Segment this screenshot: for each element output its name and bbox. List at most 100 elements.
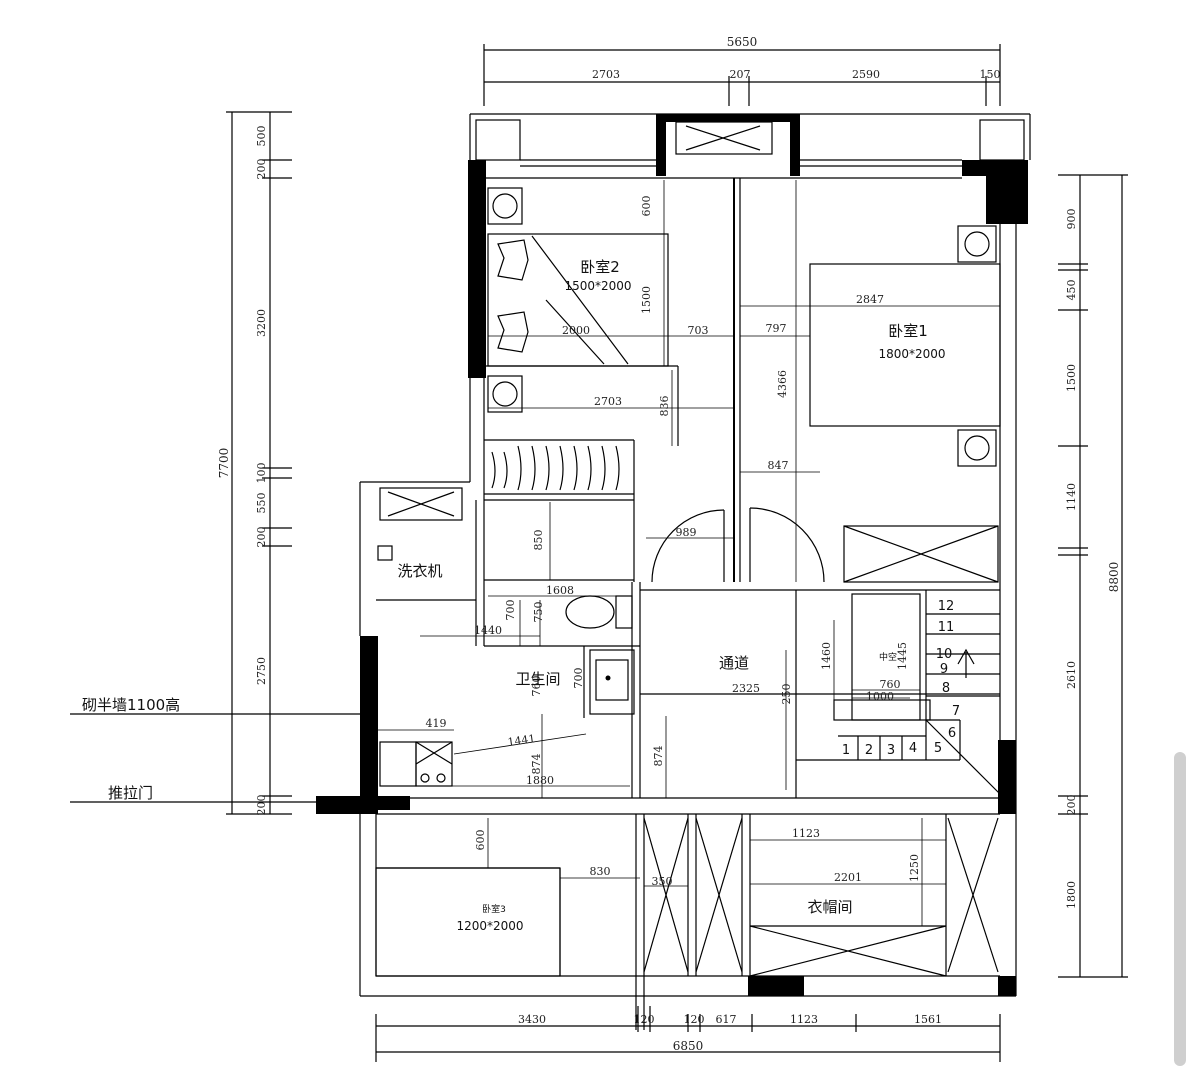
dim-bottom-f: 1561 xyxy=(914,1013,942,1026)
dim-right-b: 450 xyxy=(1065,280,1078,301)
room-corridor: 通道 xyxy=(719,654,749,672)
room-bedroom3-name: 卧室3 xyxy=(482,903,506,915)
stair-step-2: 2 xyxy=(865,743,873,758)
dim-847: 847 xyxy=(768,459,789,472)
dim-left-f: 200 xyxy=(255,527,268,548)
stair-step-11: 11 xyxy=(938,620,955,635)
room-bedroom2-bed: 1500*2000 xyxy=(564,279,631,293)
dim-top-a: 2703 xyxy=(592,68,620,81)
stair-step-6: 6 xyxy=(948,726,956,741)
dim-bottom-c: 120 xyxy=(684,1013,705,1026)
furniture xyxy=(375,187,1001,977)
dim-top-b: 207 xyxy=(730,68,751,81)
bed-bedroom3 xyxy=(375,867,561,977)
interior-dimension-labels: 600 1500 2000 703 797 2847 4366 2703 836… xyxy=(426,196,922,889)
dim-right-total: 8800 xyxy=(1107,562,1121,593)
room-bedroom1-bed: 1800*2000 xyxy=(878,347,945,361)
staircase: 1 2 3 4 5 6 7 8 9 10 11 12 xyxy=(796,590,1001,795)
dim-bottom-e: 1123 xyxy=(790,1013,818,1026)
dim-2325: 2325 xyxy=(732,682,760,695)
stair-step-9: 9 xyxy=(940,662,948,677)
dim-1460: 1460 xyxy=(820,642,833,670)
dim-4366: 4366 xyxy=(776,370,789,398)
room-bedroom3-bed: 1200*2000 xyxy=(456,919,523,933)
dim-top-c: 2590 xyxy=(852,68,880,81)
dim-797: 797 xyxy=(766,322,787,335)
room-bedroom1-name: 卧室1 xyxy=(888,322,928,340)
dim-1880: 1880 xyxy=(526,774,554,787)
dim-left-e: 550 xyxy=(255,493,268,514)
dim-874-b: 874 xyxy=(652,746,665,767)
top-dimensions: 5650 2703 207 2590 150 xyxy=(483,35,1001,106)
room-bathroom: 卫生间 xyxy=(515,670,560,688)
room-labels: 卧室2 1500*2000 卧室1 1800*2000 洗衣机 卫生间 通道 中… xyxy=(397,258,945,933)
dim-2000: 2000 xyxy=(562,324,590,337)
dim-1123: 1123 xyxy=(792,827,820,840)
dim-419: 419 xyxy=(426,717,447,730)
dim-874-a: 874 xyxy=(530,754,543,775)
vertical-scrollbar[interactable] xyxy=(1174,752,1186,1066)
stair-step-1: 1 xyxy=(842,743,850,758)
stair-step-12: 12 xyxy=(938,599,955,614)
note-sliding-door: 推拉门 xyxy=(108,784,153,802)
dim-700-b: 700 xyxy=(572,668,585,689)
stair-step-4: 4 xyxy=(909,741,917,756)
stair-step-5: 5 xyxy=(934,741,942,756)
dim-760-a: 760 xyxy=(530,676,543,697)
dim-right-a: 900 xyxy=(1065,209,1078,230)
dim-830: 830 xyxy=(590,865,611,878)
dim-1250: 1250 xyxy=(908,854,921,882)
dim-760-b: 760 xyxy=(880,678,901,691)
annotations: 砌半墙1100高 推拉门 xyxy=(70,696,360,803)
note-half-wall: 砌半墙1100高 xyxy=(82,696,180,714)
bed-bedroom1 xyxy=(809,263,1001,427)
dim-left-a: 500 xyxy=(255,126,268,147)
dim-1440: 1440 xyxy=(474,624,502,637)
dim-right-d: 1140 xyxy=(1065,483,1078,511)
dim-2201: 2201 xyxy=(834,871,862,884)
dim-left-h: 200 xyxy=(255,795,268,816)
dim-2847: 2847 xyxy=(856,293,884,306)
dim-850: 850 xyxy=(532,530,545,551)
dim-836: 836 xyxy=(658,396,671,417)
dim-250: 250 xyxy=(780,684,793,705)
dim-right-c: 1500 xyxy=(1065,364,1078,392)
dim-600-top: 600 xyxy=(640,196,653,217)
room-cloakroom: 衣帽间 xyxy=(807,898,852,916)
dim-bottom-a: 3430 xyxy=(518,1013,546,1026)
dim-1608: 1608 xyxy=(546,584,574,597)
dim-989: 989 xyxy=(676,526,697,539)
interior-dimension-lines xyxy=(376,180,1000,926)
room-void: 中空 xyxy=(879,651,897,663)
right-dimensions: 8800 900 450 1500 1140 2610 200 1800 xyxy=(1058,174,1128,978)
dim-bottom-d: 617 xyxy=(716,1013,737,1026)
dim-left-total: 7700 xyxy=(217,448,231,479)
left-dimensions: 7700 500 200 3200 100 550 200 2750 200 xyxy=(217,111,292,816)
dim-right-g: 1800 xyxy=(1065,881,1078,909)
dim-750: 750 xyxy=(532,602,545,623)
dim-top-total: 5650 xyxy=(727,35,758,49)
dim-600-bottom: 600 xyxy=(474,830,487,851)
dim-bottom-total: 6850 xyxy=(673,1039,704,1053)
stair-step-7: 7 xyxy=(952,704,960,719)
dim-703: 703 xyxy=(688,324,709,337)
dim-2703: 2703 xyxy=(594,395,622,408)
bed-bedroom2 xyxy=(487,233,669,367)
bottom-dimensions: 3430 120 120 617 1123 1561 6850 xyxy=(375,1006,1001,1062)
dim-top-d: 150 xyxy=(980,68,1001,81)
dim-350: 350 xyxy=(652,875,673,888)
dim-1441: 1441 xyxy=(507,732,537,749)
dim-right-e: 2610 xyxy=(1065,661,1078,689)
door-bathroom-swing xyxy=(651,509,725,583)
dim-left-d: 100 xyxy=(255,463,268,484)
stair-step-3: 3 xyxy=(887,743,895,758)
stair-step-10: 10 xyxy=(936,647,953,662)
dim-right-f: 200 xyxy=(1065,795,1078,816)
dim-700-a: 700 xyxy=(504,600,517,621)
room-laundry: 洗衣机 xyxy=(397,562,442,580)
room-bedroom2-name: 卧室2 xyxy=(580,258,620,276)
dim-left-b: 200 xyxy=(255,159,268,180)
dim-1445: 1445 xyxy=(896,642,909,670)
wardrobe-hangers xyxy=(491,445,620,491)
